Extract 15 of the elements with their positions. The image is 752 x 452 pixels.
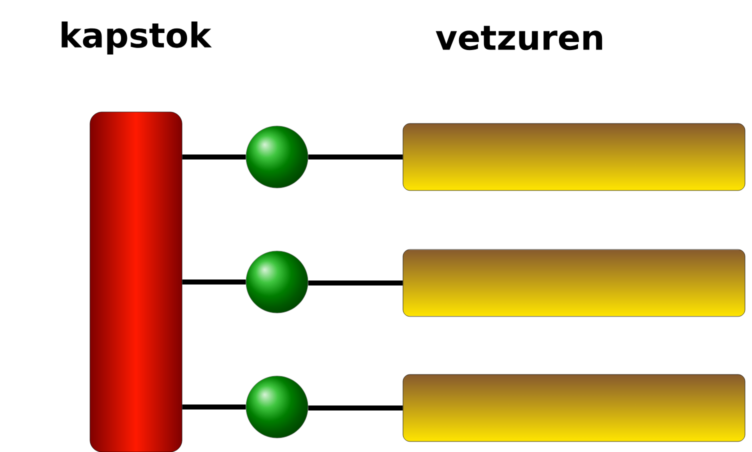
backbone-bar	[90, 112, 182, 452]
heading: kapstok	[62, 22, 212, 54]
heading: vetzuren	[436, 26, 602, 50]
ball	[246, 126, 308, 188]
chain-bar	[402, 374, 746, 442]
connector-line	[308, 280, 403, 286]
connector-line	[308, 154, 403, 160]
connector-line	[182, 404, 246, 410]
connector-line	[182, 280, 246, 284]
ball	[246, 376, 308, 438]
connector-line	[308, 406, 403, 410]
chain-bar	[402, 123, 746, 191]
chain-bar	[402, 249, 746, 317]
ball	[246, 250, 308, 314]
connector-line	[182, 154, 246, 160]
